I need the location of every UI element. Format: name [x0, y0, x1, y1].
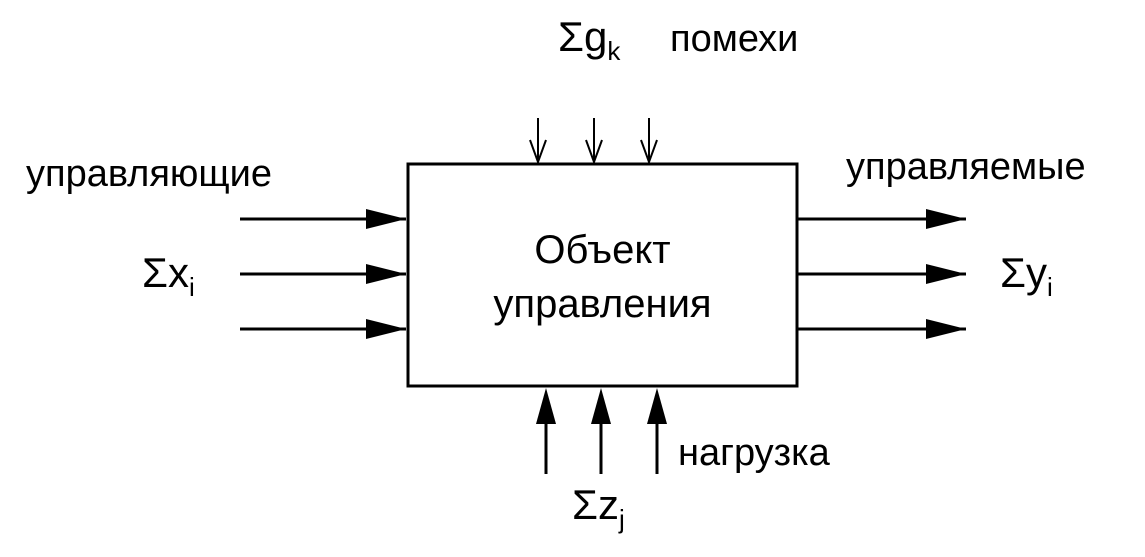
disturbance-arrows	[529, 118, 658, 165]
load-arrow-1	[536, 388, 556, 474]
control-object-box	[406, 162, 799, 388]
load-symbol-base: Σz	[572, 481, 619, 528]
disturbances-symbol-sub: k	[607, 36, 621, 67]
output-arrows	[797, 209, 966, 339]
outputs-symbol: Σyi	[1000, 249, 1053, 301]
outputs-symbol-sub: i	[1046, 272, 1053, 303]
disturbances-symbol: Σgk	[558, 13, 620, 65]
load-symbol-sub: j	[618, 504, 625, 535]
disturbance-arrow-2	[585, 118, 603, 165]
outputs-label: управляемые	[846, 146, 1086, 188]
disturbance-arrow-3	[640, 118, 658, 165]
object-title-line1: Объект	[534, 228, 671, 272]
disturbances-label: помехи	[670, 18, 799, 60]
input-arrows	[240, 209, 406, 339]
inputs-symbol-sub: i	[188, 272, 195, 303]
disturbance-arrow-1	[529, 118, 547, 165]
object-title-line2: управления	[493, 282, 712, 326]
load-arrows	[536, 388, 667, 474]
disturbances-symbol-base: Σg	[558, 13, 608, 60]
load-symbol: Σzj	[572, 481, 625, 533]
load-arrow-2	[591, 388, 611, 474]
load-arrow-3	[647, 388, 667, 474]
outputs-symbol-base: Σy	[1000, 249, 1047, 296]
load-label: нагрузка	[678, 432, 830, 474]
inputs-label: управляющие	[26, 153, 273, 195]
inputs-symbol-base: Σx	[142, 249, 189, 296]
inputs-symbol: Σxi	[142, 249, 195, 301]
